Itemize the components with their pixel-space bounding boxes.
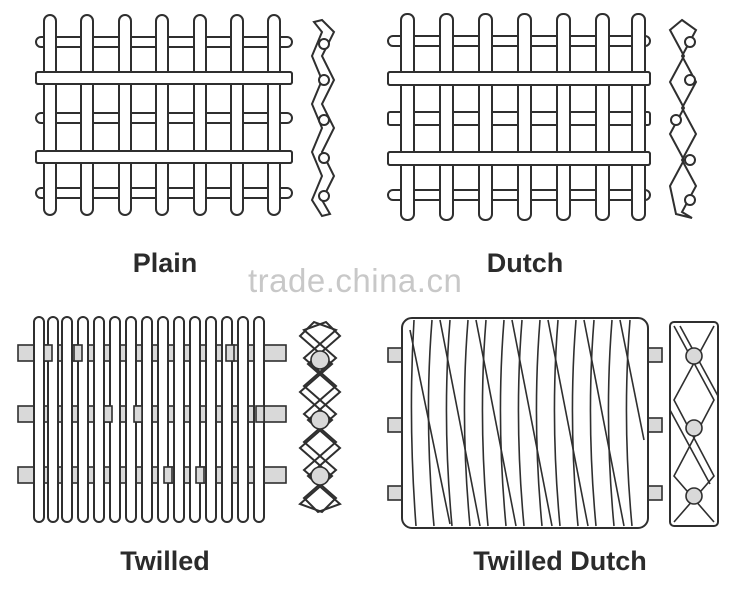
dutch-weave-panel (370, 0, 739, 240)
twilled-weave-illustration (17, 316, 342, 523)
caption-dutch: Dutch (486, 248, 564, 278)
plain-weave-illustration (35, 14, 336, 218)
dutch-weave-illustration (387, 13, 698, 221)
watermark: trade.china.cn (248, 262, 463, 299)
twilled-dutch-weave-panel (380, 300, 739, 532)
plain-weave-panel (0, 0, 360, 240)
caption-twilled: Twilled (120, 546, 210, 576)
twilled-weave-panel (0, 300, 370, 530)
caption-twilled-dutch: Twilled Dutch (473, 546, 647, 576)
twilled-dutch-weave-illustration (387, 317, 719, 529)
caption-plain: Plain (132, 248, 198, 278)
